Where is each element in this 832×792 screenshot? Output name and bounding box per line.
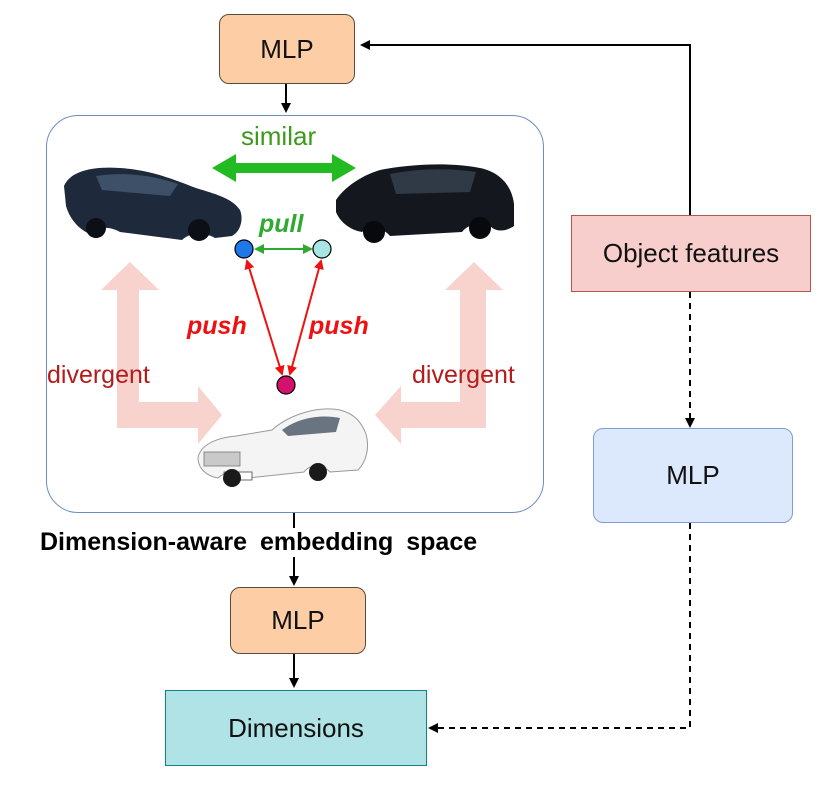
divergent-left-label: divergent	[47, 361, 150, 389]
right-mlp-box: MLP	[593, 428, 793, 523]
embedding-space-caption: Dimension-aware embedding space	[40, 528, 478, 557]
embedding-dot-blue	[234, 239, 254, 259]
similar-label: similar	[241, 121, 317, 151]
push-right-label: push	[309, 312, 369, 340]
right-mlp-label: MLP	[666, 460, 720, 490]
top-mlp-box: MLP	[219, 14, 355, 84]
car-image-right	[336, 164, 514, 243]
divergent-arrow-right	[375, 262, 503, 444]
car-image-left	[64, 167, 242, 241]
object-features-box: Object features	[571, 215, 811, 292]
bottom-mlp-box: MLP	[230, 587, 366, 654]
push-arrow-left	[244, 259, 285, 376]
embedding-space-panel	[46, 115, 544, 513]
dimensions-label: Dimensions	[228, 712, 364, 743]
car-image-bottom	[197, 408, 369, 487]
similar-double-arrow	[212, 154, 356, 182]
arrow-features-to-top-mlp	[360, 40, 691, 215]
bottom-mlp-label: MLP	[271, 605, 325, 635]
arrow-right-mlp-to-dimensions	[428, 523, 691, 733]
embedding-dot-cyan	[312, 239, 332, 259]
dimensions-box: Dimensions	[165, 690, 427, 766]
pull-label: pull	[259, 210, 304, 238]
embedding-dot-magenta	[276, 375, 296, 395]
push-left-label: push	[187, 312, 247, 340]
object-features-label: Object features	[602, 238, 780, 268]
divergent-right-label: divergent	[412, 361, 515, 389]
push-arrow-right	[287, 259, 324, 376]
divergent-arrow-left	[101, 262, 222, 444]
top-mlp-label: MLP	[260, 33, 314, 64]
